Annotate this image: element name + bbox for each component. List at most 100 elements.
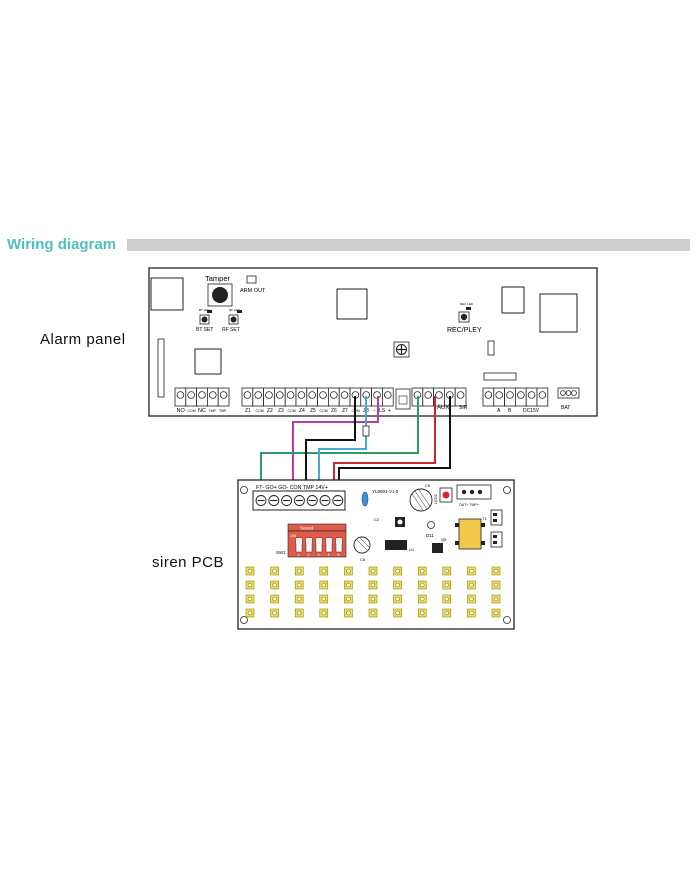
panel-terminal-strip xyxy=(174,387,549,407)
terminal-sir: SIR xyxy=(459,405,468,411)
tamper-label: Tamper xyxy=(205,274,231,283)
siren-led-hole xyxy=(321,610,326,616)
siren-led-hole xyxy=(493,582,499,588)
terminal-screw xyxy=(308,391,317,399)
terminal-screw xyxy=(506,391,514,399)
terminal-tmp-2: TMP xyxy=(219,409,227,413)
terminal-z2: Z2 xyxy=(267,408,273,414)
siren-terminal-screws xyxy=(255,495,344,506)
siren-led-hole xyxy=(297,582,302,588)
dip-number: 3 xyxy=(318,553,320,557)
siren-led-hole xyxy=(444,610,449,616)
siren-led-hole xyxy=(469,582,474,588)
terminal-screw xyxy=(456,391,465,399)
terminal-com: COM xyxy=(188,409,196,413)
terminal-screw xyxy=(176,391,185,399)
arm-out-label: ARM OUT xyxy=(240,288,266,294)
terminal-screw xyxy=(275,391,284,399)
t1-label: T1 xyxy=(482,516,487,521)
terminal-screw xyxy=(265,391,273,399)
siren-led-hole xyxy=(346,596,351,602)
siren-led-hole xyxy=(346,610,351,616)
q5-label: Q5 xyxy=(441,537,447,542)
wire-black-2 xyxy=(305,396,356,484)
u1-label: U1 xyxy=(409,547,415,552)
siren-led-hole xyxy=(420,610,425,616)
siren-led-hole xyxy=(395,582,400,588)
terminal-screw xyxy=(319,391,327,399)
wire-red xyxy=(333,396,436,484)
siren-led-hole xyxy=(370,568,376,574)
siren-led-hole xyxy=(247,610,253,616)
siren-led-hole xyxy=(444,596,449,602)
resistor xyxy=(362,425,370,437)
bt-led-label: BT LED xyxy=(199,308,210,312)
terminal-screw xyxy=(538,391,547,399)
alarm-panel-label: Alarm panel xyxy=(40,331,126,348)
dip-on-label: ON xyxy=(290,533,296,538)
siren-led-hole xyxy=(469,568,474,574)
terminal-com-z1: COM xyxy=(256,409,264,413)
terminal-screw xyxy=(435,391,443,399)
siren-led-hole xyxy=(297,568,302,574)
siren-led-hole xyxy=(493,596,499,602)
j1-label: OUT+ TMP+ xyxy=(459,503,479,507)
siren-led-hole xyxy=(321,596,326,602)
rf-led-label: RF LED xyxy=(229,308,241,312)
terminal-com-z3: COM xyxy=(288,409,296,413)
led1-label: LED1 xyxy=(433,493,438,504)
dip-key-top xyxy=(316,538,322,544)
terminal-a: A xyxy=(497,408,501,414)
terminal-no: NO xyxy=(177,408,186,414)
terminal-screw xyxy=(187,391,196,399)
d11-label: D11 xyxy=(426,533,434,538)
section-header: Wiring diagram xyxy=(0,236,700,256)
header-rule xyxy=(127,239,690,251)
tamper-button xyxy=(212,287,228,303)
siren-led-hole xyxy=(395,596,400,602)
terminal-nc: NC xyxy=(198,408,206,414)
ls-plus: + xyxy=(388,408,391,414)
siren-led-hole xyxy=(444,582,449,588)
ls-minus: − xyxy=(373,408,376,414)
siren-led-hole xyxy=(247,568,253,574)
terminal-screw xyxy=(340,391,349,399)
terminal-z4: Z4 xyxy=(299,408,305,414)
terminal-screw xyxy=(383,391,392,399)
terminal-screw xyxy=(198,391,206,399)
siren-led-hole xyxy=(297,610,302,616)
siren-pcb-label: siren PCB xyxy=(152,554,225,571)
terminal-screw xyxy=(424,391,433,399)
siren-led-hole xyxy=(346,582,351,588)
dip-number: 4 xyxy=(328,553,330,557)
section-title: Wiring diagram xyxy=(7,236,117,253)
wire-cyan xyxy=(318,396,367,484)
dip-key-top xyxy=(306,538,312,544)
siren-led-hole xyxy=(420,568,425,574)
terminal-tmp-1: TMP xyxy=(209,409,217,413)
sound-label: Sound xyxy=(300,526,314,531)
siren-led-hole xyxy=(493,568,499,574)
terminal-ls: LS xyxy=(379,408,386,414)
siren-led-hole xyxy=(272,596,277,602)
dip-key-top xyxy=(336,538,342,544)
q5-transistor xyxy=(432,543,443,553)
terminal-z3: Z3 xyxy=(278,408,284,414)
terminal-screw xyxy=(254,391,263,399)
siren-led-hole xyxy=(321,568,326,574)
siren-led-hole xyxy=(493,610,499,616)
dip-key-top xyxy=(326,538,332,544)
terminal-z5: Z5 xyxy=(310,408,316,414)
bat-label: BAT xyxy=(561,405,570,411)
terminal-z6: Z6 xyxy=(331,408,337,414)
siren-terminal-labels: FT- GO+ GO- CON TMP 14V+ xyxy=(256,485,328,491)
terminal-screw xyxy=(495,391,504,399)
siren-led-hole xyxy=(395,568,400,574)
terminal-screw xyxy=(329,391,338,399)
terminal-screw xyxy=(286,391,295,399)
wire-black-1 xyxy=(338,396,451,484)
siren-led-hole xyxy=(370,596,376,602)
siren-led-hole xyxy=(469,596,474,602)
